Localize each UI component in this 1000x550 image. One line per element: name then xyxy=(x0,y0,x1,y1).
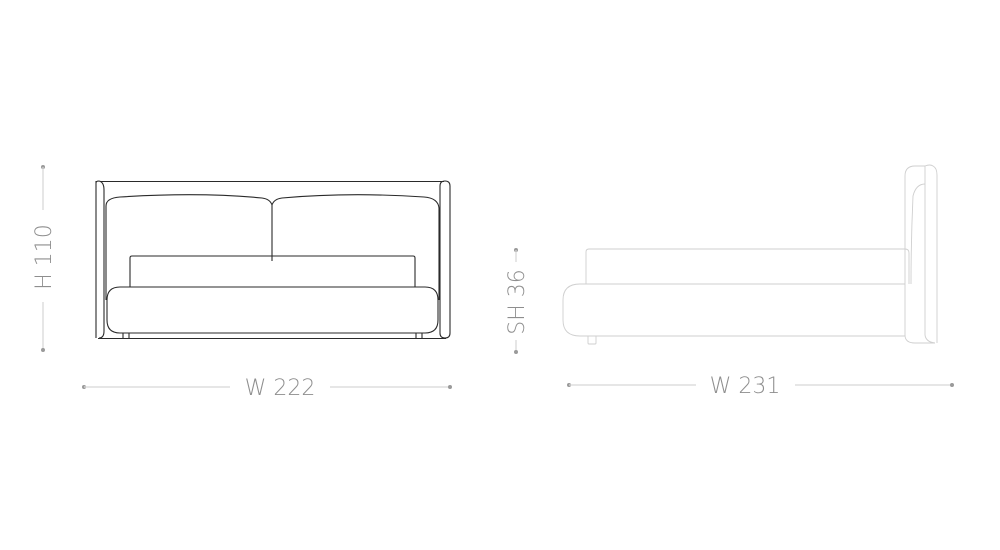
side-backrest-panel xyxy=(585,248,910,284)
front-width-label: W 222 xyxy=(245,376,316,401)
height-label: H 110 xyxy=(32,224,57,290)
seat-height-label: SH 36 xyxy=(505,269,530,335)
right-arm xyxy=(439,180,451,339)
seat-height-dimension: SH 36 xyxy=(505,248,530,354)
dimension-endpoint-dot xyxy=(950,383,954,387)
headboard-back xyxy=(904,165,935,344)
seat-cushion xyxy=(106,286,439,334)
side-width-label: W 231 xyxy=(710,374,781,399)
dimension-endpoint-dot xyxy=(514,350,518,354)
side-seat xyxy=(562,283,905,337)
height-dimension: H 110 xyxy=(32,165,57,352)
left-arm xyxy=(95,180,105,339)
front-width-dimension: W 222 xyxy=(82,376,452,401)
front-view-sofa xyxy=(95,180,451,340)
dimension-endpoint-dot xyxy=(41,348,45,352)
front-leg-left xyxy=(122,333,130,338)
headboard-inner-curve xyxy=(910,183,926,285)
side-width-dimension: W 231 xyxy=(567,374,954,399)
dimension-endpoint-dot xyxy=(448,385,452,389)
side-view-sofa xyxy=(562,164,938,345)
headboard-pad xyxy=(924,164,938,344)
side-leg xyxy=(587,336,597,345)
front-leg-right xyxy=(415,333,423,338)
rear-seat-panel xyxy=(129,255,416,287)
